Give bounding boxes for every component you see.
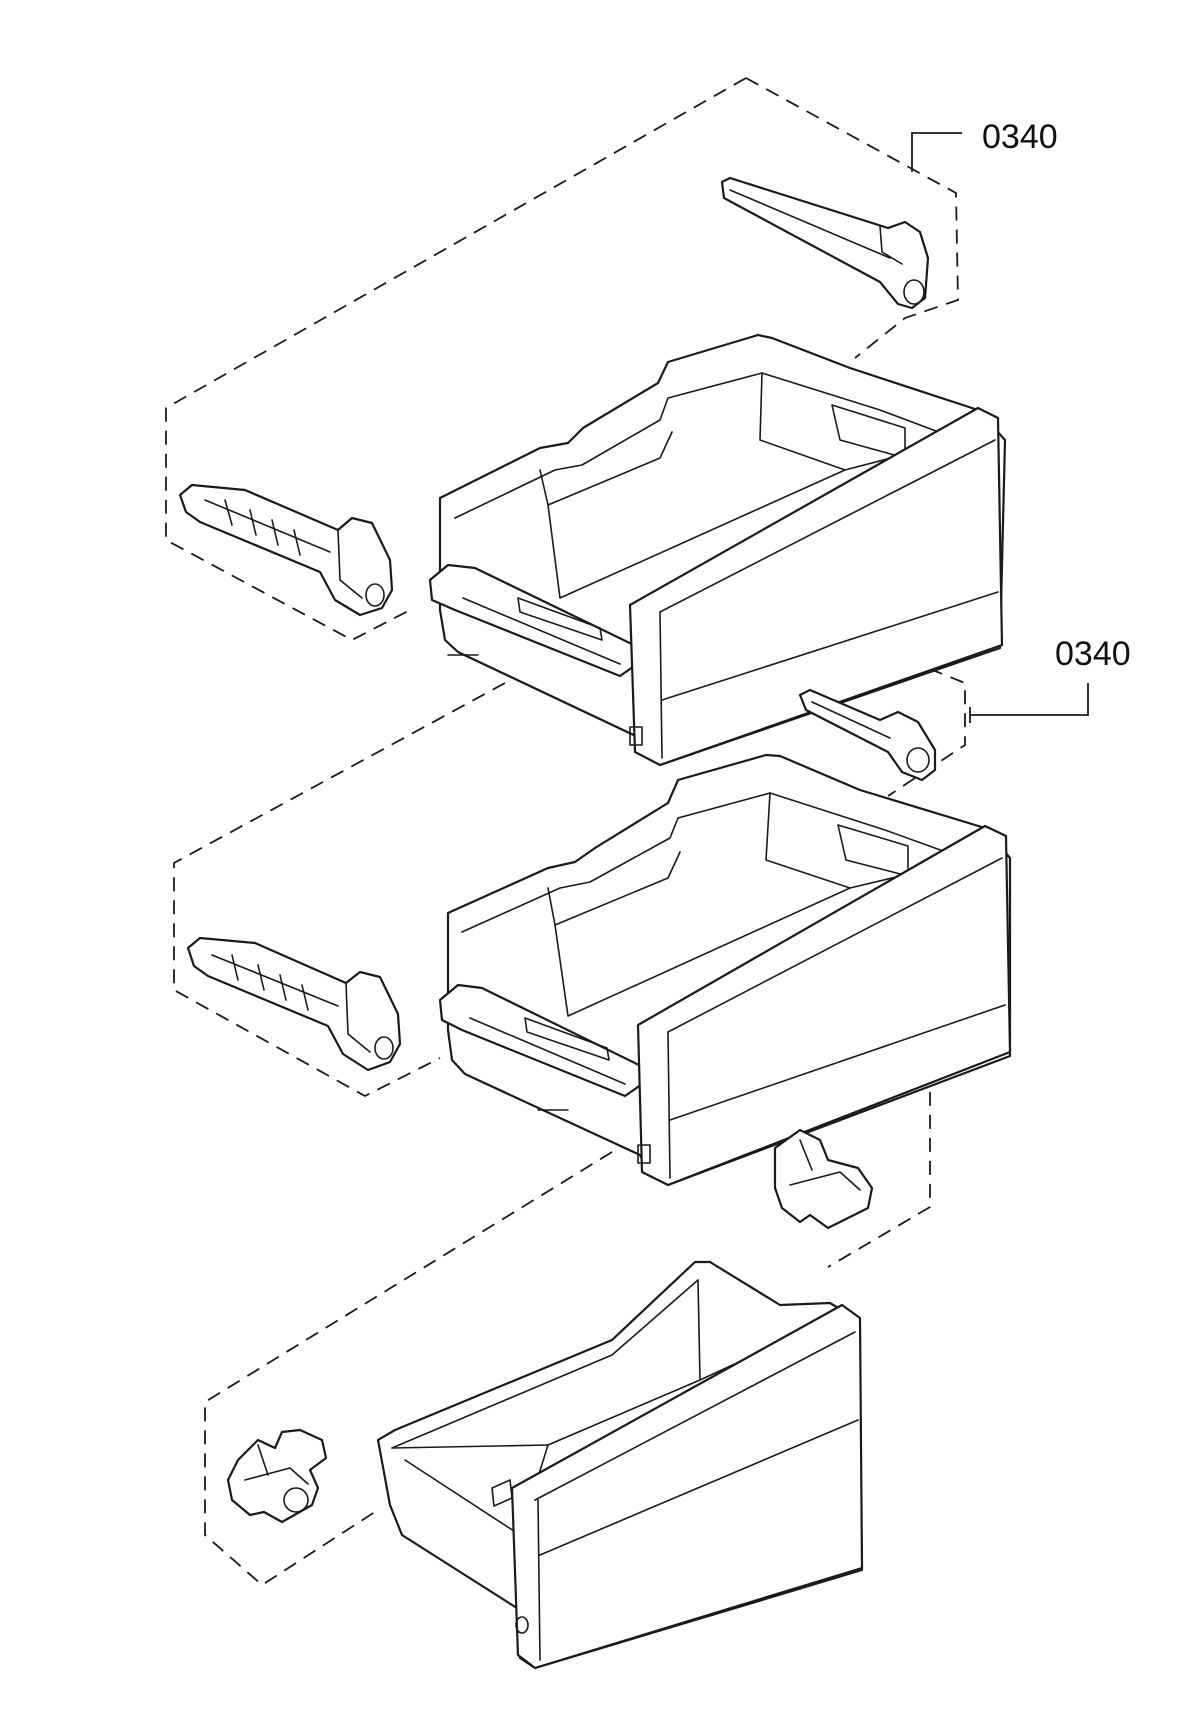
callout-middle-label: 0340 (1055, 635, 1131, 673)
drawer-clip-middle-right (773, 1128, 874, 1230)
outline-lower-assembly (204, 1151, 613, 1587)
callout-top: 0340 (911, 118, 1058, 172)
outline-upper-assembly (745, 77, 959, 359)
callout-top-leader (911, 132, 962, 172)
callout-middle-leader (970, 683, 1089, 716)
bottom-storage-bin (376, 1260, 864, 1670)
drawer-rail-middle-left (186, 936, 402, 1072)
callout-top-label: 0340 (982, 118, 1058, 156)
drawer-rail-upper-left (178, 483, 394, 617)
callout-middle: 0340 (969, 635, 1131, 723)
drawer-clip-bottom-left (226, 1428, 328, 1524)
drawer-rail-top-right (720, 176, 930, 310)
drawer-rail-middle-right (798, 688, 937, 782)
freezer-drawer-middle (438, 753, 1012, 1187)
outline-upper-left (165, 77, 747, 642)
crisper-drawer-upper (428, 333, 1007, 767)
